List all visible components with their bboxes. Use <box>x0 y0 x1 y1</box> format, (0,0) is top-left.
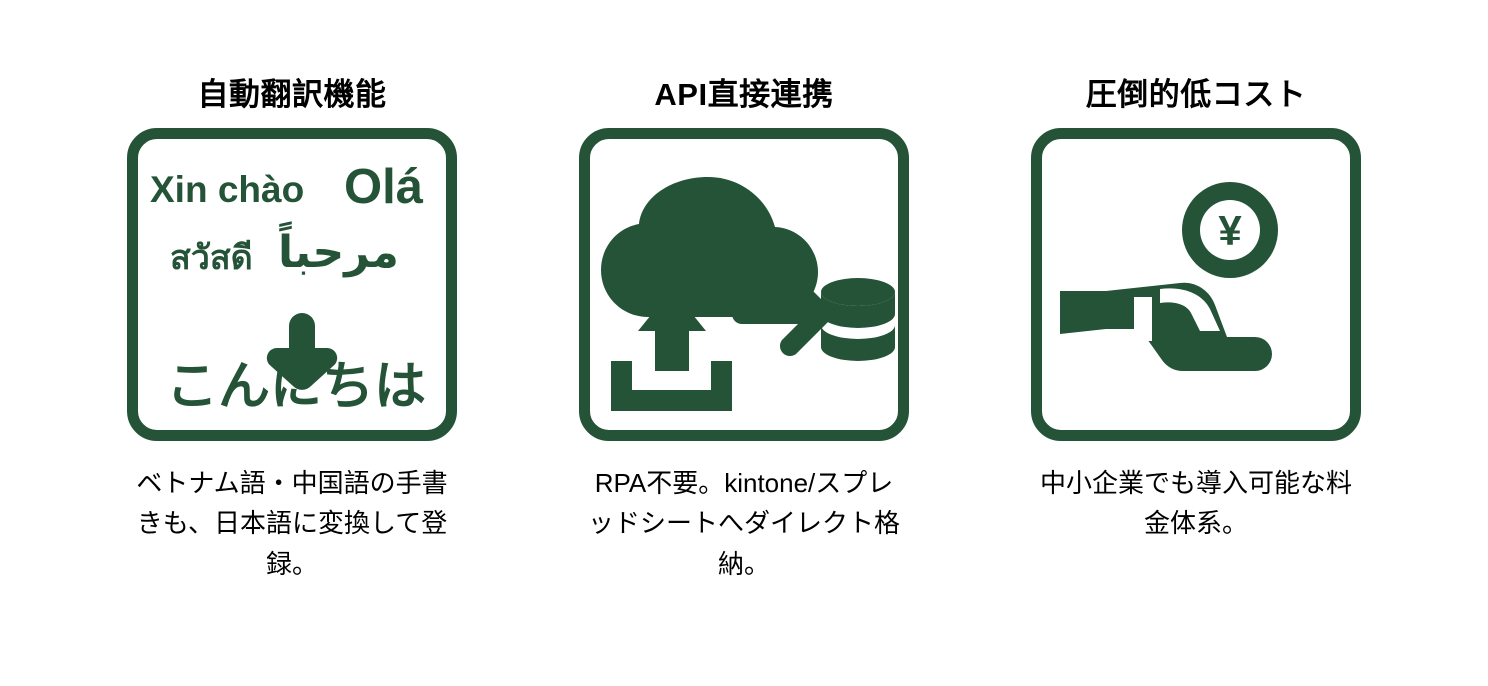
right-arrow-icon <box>732 272 832 357</box>
language-samples: Xin chào Olá สวัสดี مرحباً こんにちは <box>138 139 446 430</box>
feature-card-low-cost: 圧倒的低コスト ¥ 中小企業でも導入可能な料金体系。 <box>1026 77 1366 544</box>
feature-card-api-direct-integration: API直接連携 <box>574 77 914 584</box>
yen-coin-icon: ¥ <box>1182 182 1278 279</box>
hand-with-yen-coin-icon: ¥ <box>1031 128 1361 442</box>
greeting-japanese: こんにちは <box>166 358 427 417</box>
hand-icon <box>1060 282 1272 372</box>
feature-title: API直接連携 <box>654 77 834 112</box>
down-arrow-icon <box>266 313 338 390</box>
cost-graphic: ¥ <box>1060 182 1278 372</box>
greeting-vietnamese: Xin chào <box>150 169 305 211</box>
feature-caption: 中小企業でも導入可能な料金体系。 <box>1039 468 1352 539</box>
cloud-upload-database-icon <box>579 128 909 442</box>
feature-card-auto-translation: 自動翻訳機能 Xin chào Olá สวัสดี مرحباً こんにちは … <box>122 77 462 584</box>
greeting-portuguese: Olá <box>344 160 423 215</box>
api-integration-graphic <box>601 177 895 412</box>
feature-title: 自動翻訳機能 <box>197 77 387 112</box>
feature-cards-row: 自動翻訳機能 Xin chào Olá สวัสดี مرحباً こんにちは … <box>122 77 1366 584</box>
cloud-icon <box>601 177 818 318</box>
feature-caption: RPA不要。kintone/スプレッドシートへダイレクト格納。 <box>587 468 900 579</box>
database-icon <box>821 278 895 362</box>
upload-arrow-icon <box>638 289 706 372</box>
upload-tray-icon <box>611 361 732 412</box>
greeting-arabic: مرحباً <box>278 228 399 278</box>
feature-title: 圧倒的低コスト <box>1085 77 1307 112</box>
greeting-thai: สวัสดี <box>170 239 253 278</box>
multilingual-translation-icon: Xin chào Olá สวัสดี مرحباً こんにちは <box>127 128 457 442</box>
feature-caption: ベトナム語・中国語の手書きも、日本語に変換して登録。 <box>136 468 448 579</box>
yen-symbol: ¥ <box>1218 207 1242 254</box>
